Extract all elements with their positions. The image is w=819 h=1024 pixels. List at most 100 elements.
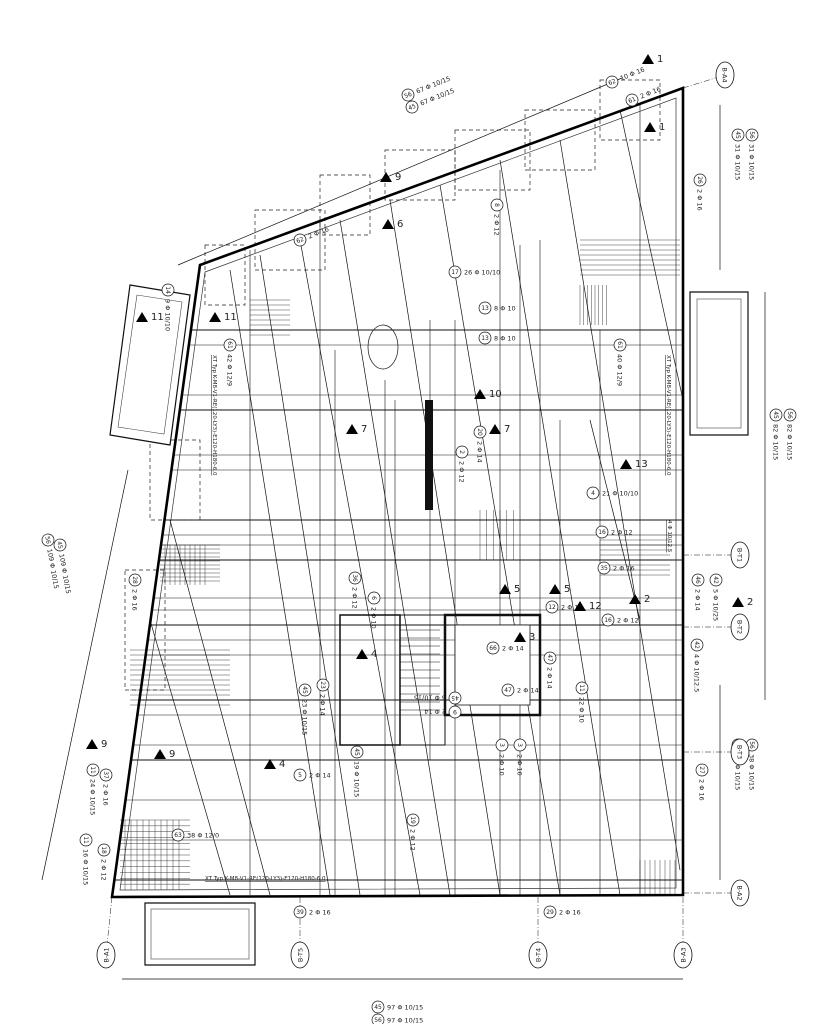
- rebar-line: [149, 619, 231, 896]
- dashed-zone: [204, 244, 246, 306]
- section-arrow-icon: [574, 601, 586, 611]
- dashed-zone: [454, 129, 531, 191]
- mark-number: 45: [353, 748, 360, 756]
- mark-number: 27: [698, 766, 705, 774]
- grid-bubble-circle: [96, 941, 116, 969]
- rebar-spec: 2 Φ 12: [458, 461, 466, 483]
- section-number: 10: [489, 389, 502, 400]
- rebar-spec: 8 Φ 10: [494, 334, 516, 342]
- rebar-spec: 109 Φ 10/15: [57, 553, 72, 594]
- grid-bubble-circle: [730, 613, 750, 641]
- grid-bubble-circle: [673, 941, 693, 969]
- mark-number: 46: [694, 576, 701, 584]
- section-marker: 10: [474, 389, 502, 400]
- rebar-label: 45 19 Φ 10/15: [350, 745, 364, 797]
- mark-number: 13: [481, 305, 489, 312]
- section-marker: 2: [732, 597, 753, 608]
- section-marker: 7: [489, 424, 510, 435]
- section-marker: 13: [620, 459, 648, 470]
- rebar-spec: 2 Φ 14: [476, 441, 484, 463]
- mark-number: 45: [451, 694, 459, 701]
- rebar-label: 462 Φ 14: [691, 573, 705, 611]
- section-arrow-icon: [644, 122, 656, 132]
- mark-circle: [171, 828, 185, 842]
- grid-axis-label: B-A2: [736, 885, 744, 900]
- mark-number: 16: [604, 617, 612, 624]
- section-arrow-icon: [264, 759, 276, 769]
- section-arrow-icon: [86, 739, 98, 749]
- grid-axis-bubble: B-T4: [528, 941, 548, 969]
- rebar-label: 17 26 Φ 10/10: [448, 265, 500, 279]
- section-arrow-icon: [209, 312, 221, 322]
- rebar-spec: 24 Φ 10/15: [89, 779, 97, 815]
- rebar-label: 36 2 Φ 12: [348, 571, 362, 609]
- mark-circle: [575, 681, 589, 695]
- rebar-spec: 38 Φ 12/0: [187, 831, 219, 839]
- rebar-label: 456 Φ 10/15: [414, 691, 462, 705]
- mark-circle: [348, 571, 362, 585]
- grid-axis-label: B-T3: [736, 745, 744, 759]
- rebar-spec: 2 Φ 12: [351, 587, 359, 609]
- grid-axis-label: B-T5: [297, 948, 305, 962]
- drawing-note: XT Typ K-M8-V1-RE(120-LY3)-E120-H180-6.0: [205, 876, 326, 882]
- rebar-spec: 26 Φ 10/10: [464, 268, 500, 276]
- rebar-spec: 19 Φ 10/15: [353, 761, 361, 797]
- mark-circle: [473, 425, 487, 439]
- rebar-spec: 2 Φ 14: [319, 694, 327, 716]
- rebar-spec: 2 Φ 16: [698, 779, 706, 801]
- mark-number: 61: [226, 341, 233, 349]
- mark-number: 36: [351, 574, 358, 582]
- rebar-spec: 2 Φ 12: [561, 603, 583, 611]
- section-number: 11: [224, 312, 237, 323]
- stair-core: [339, 614, 401, 746]
- mark-circle: [478, 301, 492, 315]
- rebar-spec: 2 Φ 12: [493, 214, 501, 236]
- mark-number: 56: [748, 131, 755, 139]
- section-arrow-icon: [514, 632, 526, 642]
- rebar-label: 192 Φ 12: [406, 813, 420, 851]
- mark-circle: [41, 533, 55, 547]
- mark-number: 3: [516, 743, 523, 747]
- slab-outline-edge: [110, 86, 685, 899]
- rebar-spec: 31 Φ 10/15: [748, 144, 756, 180]
- rebar-spec: 5 Φ 10/25: [712, 589, 720, 621]
- section-marker: 9: [86, 739, 107, 750]
- mark-number: 45: [407, 103, 417, 112]
- mark-circle: [513, 738, 527, 752]
- mark-circle: [223, 338, 237, 352]
- section-arrow-icon: [732, 597, 744, 607]
- rebar-spec: 82 Φ 10/15: [772, 424, 780, 460]
- mark-number: 5: [298, 772, 302, 779]
- section-arrow-icon: [629, 594, 641, 604]
- mark-circle: [350, 745, 364, 759]
- rebar-label: 32 Φ 10: [495, 738, 509, 776]
- section-number: 6: [397, 219, 403, 230]
- grid-axis-label: B-A1: [103, 947, 111, 962]
- grid-axis-bubble: B-T5: [290, 941, 310, 969]
- mark-number: 19: [409, 816, 416, 824]
- section-marker: 4: [356, 649, 377, 660]
- section-number: 2: [747, 597, 753, 608]
- mark-number: 42: [693, 641, 700, 649]
- mark-circle: [586, 486, 600, 500]
- structural-lines: [114, 79, 684, 896]
- mark-number: 17: [451, 269, 459, 276]
- grid-axis-bubble: B-A4: [715, 61, 735, 89]
- rebar-spec: 38 Φ 10/15: [748, 754, 756, 790]
- section-arrow-icon: [154, 749, 166, 759]
- mark-number: 14: [164, 286, 171, 294]
- rebar-spec: 2 Φ 10: [516, 754, 524, 776]
- mark-number: 61: [616, 341, 623, 349]
- grid-bubble-circle: [715, 61, 735, 89]
- section-number: 13: [635, 459, 648, 470]
